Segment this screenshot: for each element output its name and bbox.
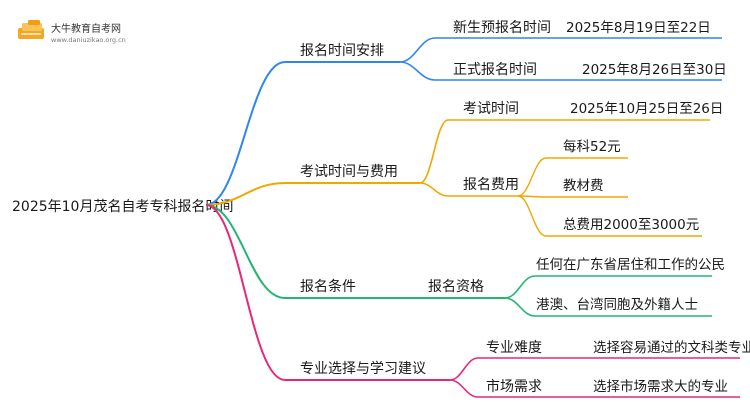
connector — [449, 379, 479, 398]
connector — [517, 195, 547, 237]
node-value: 2025年10月25日至26日 — [570, 101, 723, 117]
root-topic: 2025年10月茂名自考专科报名时间 — [12, 198, 233, 215]
connector — [205, 204, 286, 381]
leaf-item: 教材费 — [563, 178, 604, 194]
connector — [419, 119, 449, 184]
branch-label: 考试时间与费用 — [300, 164, 398, 180]
node-label: 新生预报名时间 — [453, 20, 551, 36]
node-label: 专业难度 — [486, 340, 542, 356]
branch-label: 报名条件 — [300, 278, 356, 295]
node-value: 2025年8月26日至30日 — [582, 62, 727, 78]
connector — [504, 275, 536, 299]
connector — [205, 61, 286, 206]
branch-major-choice-advice: 专业选择与学习建议 专业难度 选择容易通过的文科类专业 市场需求 选择市场需求大… — [205, 204, 750, 398]
leaf-item: 总费用2000至3000元 — [563, 217, 699, 233]
node-label: 考试时间 — [463, 101, 519, 117]
leaf-item: 任何在广东省居住和工作的公民 — [536, 257, 725, 273]
node-label: 市场需求 — [486, 378, 542, 395]
node-label: 报名费用 — [463, 177, 519, 193]
connector — [517, 157, 547, 197]
branch-label: 专业选择与学习建议 — [300, 361, 426, 377]
leaf-item: 每科52元 — [563, 139, 621, 155]
node-value: 2025年8月19日至22日 — [566, 20, 711, 36]
connector — [449, 357, 479, 381]
logo-name: 大牛教育自考网 — [51, 22, 121, 35]
node-label: 正式报名时间 — [453, 62, 537, 78]
logo-url: www.daniuzikao.org.cn — [51, 36, 126, 44]
node-value: 选择市场需求大的专业 — [593, 378, 728, 395]
branch-exam-time-and-fees: 考试时间与费用 考试时间 2025年10月25日至26日 报名费用 每科52元 … — [205, 101, 723, 237]
branch-registration-schedule: 报名时间安排 新生预报名时间 2025年8月19日至22日 正式报名时间 202… — [205, 20, 727, 206]
node-value: 选择容易通过的文科类专业 — [593, 339, 750, 356]
connector — [205, 204, 286, 299]
connector — [419, 182, 449, 197]
branch-registration-conditions: 报名条件 报名资格 任何在广东省居住和工作的公民 港澳、台湾同胞及外籍人士 — [205, 204, 725, 317]
leaf-item: 港澳、台湾同胞及外籍人士 — [536, 296, 698, 313]
node-label: 报名资格 — [428, 279, 484, 295]
logo: 大牛教育自考网 www.daniuzikao.org.cn — [18, 20, 126, 44]
connector — [205, 182, 286, 206]
connector — [399, 61, 436, 81]
book-logo-icon — [18, 20, 44, 39]
branch-label: 报名时间安排 — [300, 43, 384, 59]
connector — [517, 195, 547, 198]
connector — [399, 37, 436, 63]
connector — [504, 297, 536, 317]
